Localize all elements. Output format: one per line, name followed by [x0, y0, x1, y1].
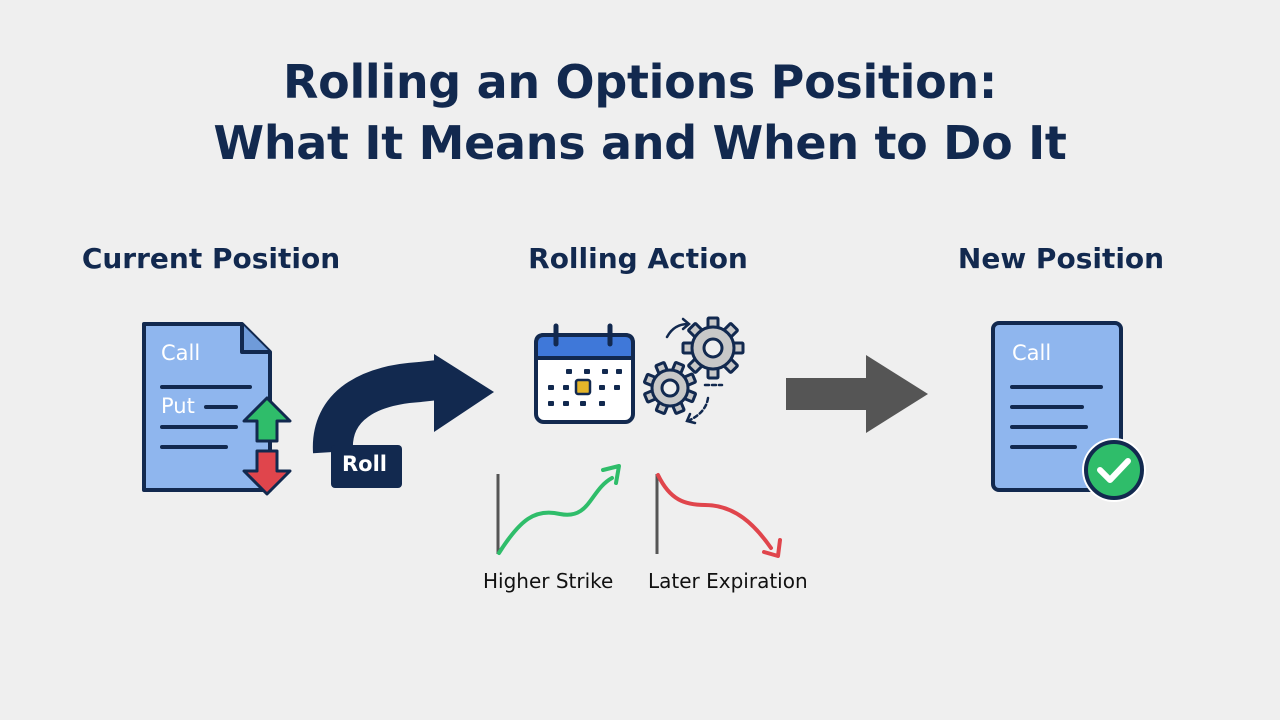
current-position-heading: Current Position [81, 242, 341, 275]
higher-strike-curve [496, 464, 621, 555]
title-line-2: What It Means and When to Do It [213, 116, 1067, 170]
page-title: Rolling an Options Position: What It Mea… [0, 52, 1280, 174]
checkmark-badge-icon [1082, 438, 1146, 502]
transition-arrow [786, 355, 928, 433]
new-position-heading: New Position [957, 242, 1165, 275]
rotation-arrows-icon [665, 317, 724, 425]
roll-curved-arrow [312, 354, 494, 488]
later-expiration-curve [655, 473, 782, 558]
new-position-document-icon [991, 321, 1123, 492]
rolling-action-heading: Rolling Action [528, 242, 748, 275]
arrow-down-icon [242, 449, 292, 496]
current-position-document-icon [142, 322, 272, 492]
current-doc-put-label: Put [161, 394, 195, 418]
current-doc-call-label: Call [161, 341, 201, 365]
arrow-up-icon [242, 396, 292, 443]
higher-strike-label: Higher Strike [483, 569, 614, 593]
gears-icon [643, 316, 745, 415]
roll-label: Roll [342, 452, 387, 476]
title-line-1: Rolling an Options Position: [283, 55, 997, 109]
new-doc-call-label: Call [1012, 341, 1052, 365]
later-expiration-label: Later Expiration [648, 569, 808, 593]
calendar-icon [534, 323, 635, 424]
